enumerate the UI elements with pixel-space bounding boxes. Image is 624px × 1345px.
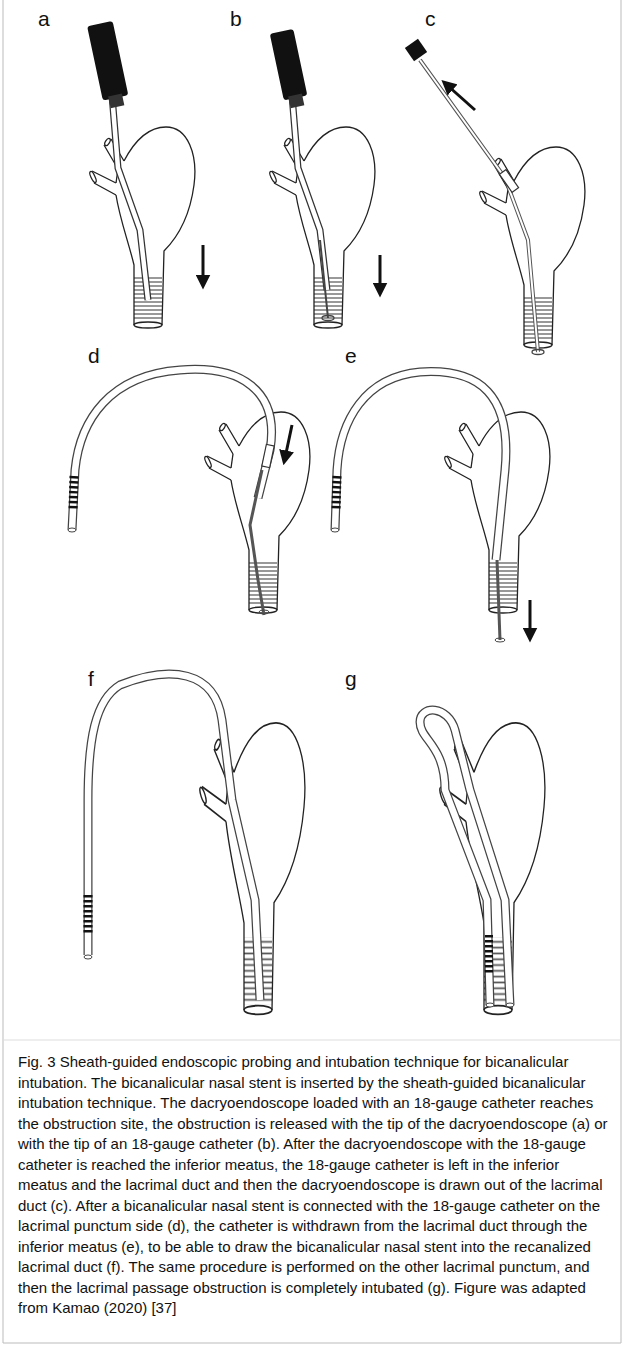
panel-letter: b [230, 8, 242, 29]
panel-a-drawing [87, 21, 203, 328]
panel-c-drawing [405, 39, 585, 355]
figure-caption: Fig. 3 Sheath-guided endoscopic probing … [18, 1052, 608, 1319]
panel-f-drawing [84, 674, 305, 1014]
panel-letter: f [88, 668, 94, 689]
panel-g-drawing [420, 710, 545, 1014]
panel-b-drawing [269, 29, 380, 328]
panel-e-drawing [331, 372, 550, 642]
panel-letter: g [345, 668, 357, 689]
panel-letter: d [88, 345, 100, 366]
panel-letter: e [345, 345, 357, 366]
panel-letter: a [38, 8, 50, 29]
panel-d-drawing [68, 369, 310, 615]
panel-letter: c [425, 8, 436, 29]
